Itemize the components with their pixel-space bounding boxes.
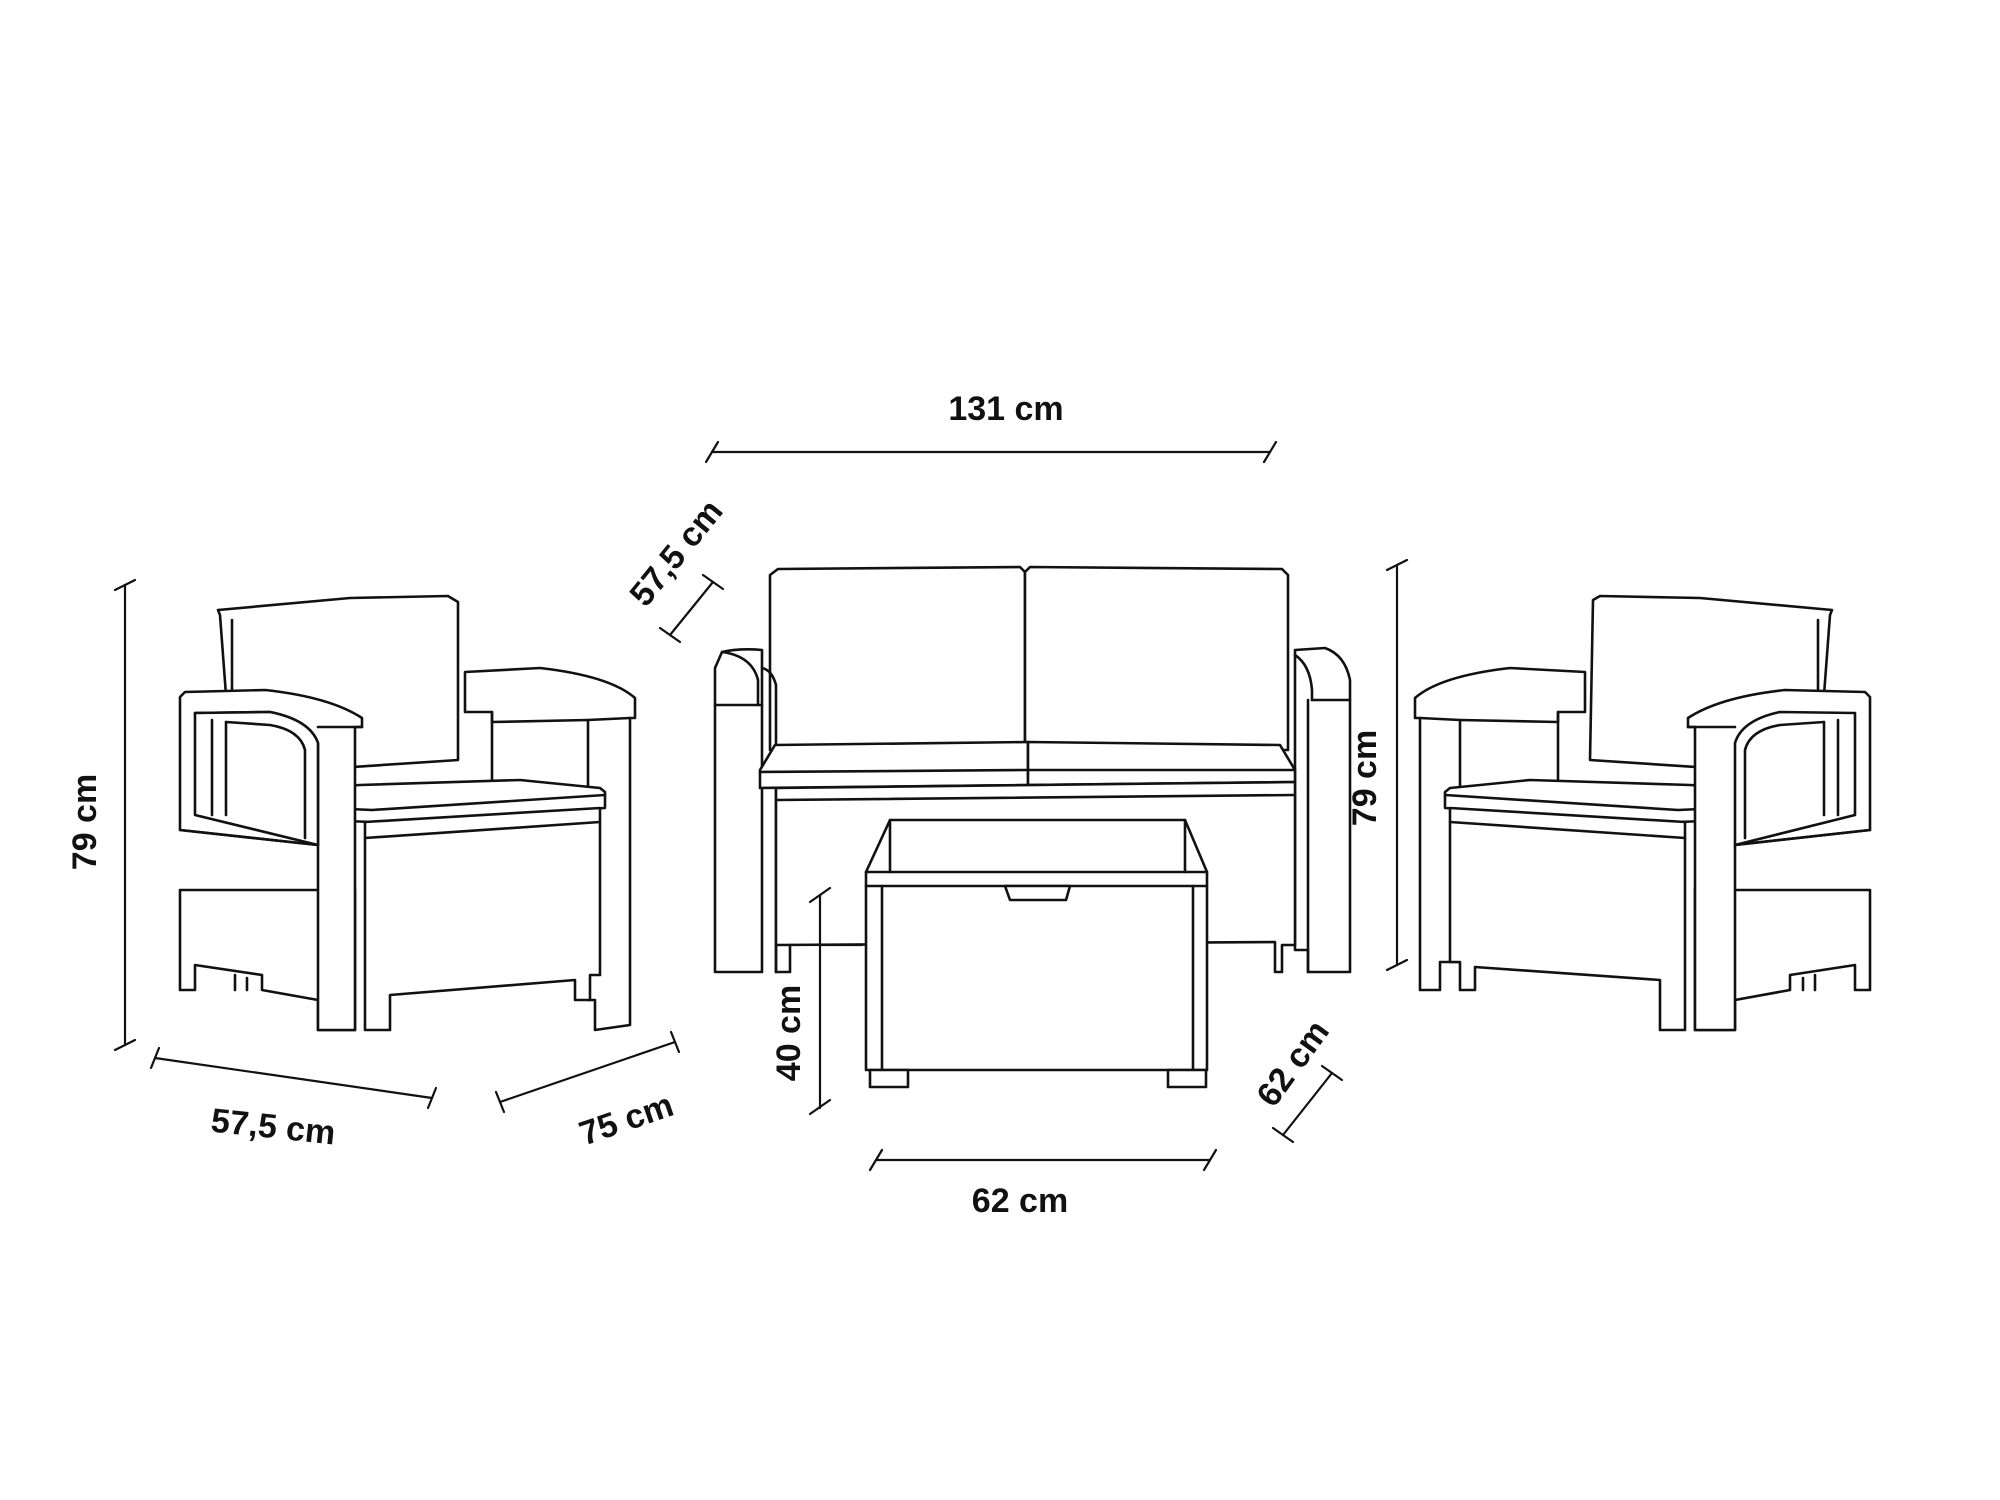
left-armchair [178, 594, 637, 1032]
right-armchair [1413, 594, 1872, 1032]
label-table-height: 40 cm [770, 985, 808, 1081]
dim-right-chair-height-line [1385, 558, 1409, 972]
dim-table-width-line [868, 1148, 1218, 1172]
label-sofa-depth: 57,5 cm [622, 493, 730, 614]
right-armchair-front [1448, 806, 1687, 1032]
dim-left-chair-width-line [149, 1046, 438, 1110]
label-left-chair-depth: 75 cm [575, 1086, 679, 1153]
sofa-right-arm [1293, 646, 1352, 974]
dimension-lines [113, 440, 1409, 1172]
coffee-table-leg-right [1166, 1068, 1208, 1089]
label-right-chair-height: 79 cm [1346, 730, 1384, 826]
coffee-table-leg-left [868, 1068, 910, 1089]
label-left-chair-width: 57,5 cm [209, 1102, 337, 1153]
label-table-depth: 62 cm [1249, 1013, 1336, 1113]
left-armchair-front [363, 806, 602, 1032]
coffee-table-body [864, 818, 1209, 1072]
coffee-table [864, 818, 1209, 1089]
label-table-width: 62 cm [972, 1182, 1068, 1220]
dim-left-chair-depth-line [494, 1030, 681, 1114]
dim-table-height-line [808, 886, 864, 1116]
label-sofa-width: 131 cm [948, 390, 1063, 428]
sofa-back-cushion-right [1023, 565, 1290, 752]
sofa-seat-cushion-right [1026, 740, 1297, 787]
dim-sofa-width-line [704, 440, 1278, 464]
dim-sofa-depth-line [658, 573, 725, 644]
sofa-back-cushion-left [768, 565, 1027, 752]
coffee-table-handle [1003, 884, 1072, 902]
dim-table-depth-line [1271, 1064, 1344, 1144]
sofa-seat-cushion-left [758, 740, 1030, 790]
sofa-left-arm [713, 648, 764, 974]
label-left-chair-height: 79 cm [66, 774, 104, 870]
dim-left-chair-height-line [113, 578, 137, 1052]
